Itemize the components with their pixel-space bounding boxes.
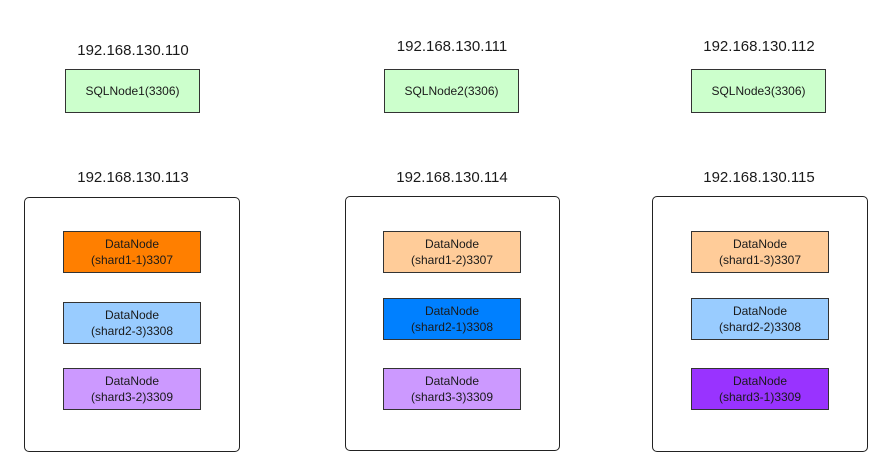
sql-node-1-ip: 192.168.130.110: [77, 42, 189, 59]
data-node-shard3-1: DataNode (shard3-1)3309: [691, 368, 829, 410]
sql-node-3: SQLNode3(3306): [691, 69, 826, 113]
data-node-title: DataNode: [732, 374, 788, 388]
data-node-shard1-1: DataNode (shard1-1)3307: [63, 231, 201, 273]
data-node-title: DataNode: [424, 374, 480, 388]
data-node-title: DataNode: [732, 304, 788, 318]
data-node-shard: (shard1-1)3307: [90, 253, 174, 267]
sql-node-2-label: SQLNode2(3306): [404, 84, 499, 98]
data-host-3-ip: 192.168.130.115: [703, 169, 815, 186]
data-node-shard: (shard2-1)3308: [410, 320, 494, 334]
data-host-2-ip: 192.168.130.114: [396, 169, 508, 186]
data-node-shard: (shard2-2)3308: [718, 320, 802, 334]
data-node-title: DataNode: [104, 237, 160, 251]
data-node-title: DataNode: [104, 374, 160, 388]
sql-node-1-label: SQLNode1(3306): [85, 84, 180, 98]
data-node-shard: (shard3-3)3309: [410, 390, 494, 404]
data-node-shard1-3: DataNode (shard1-3)3307: [691, 231, 829, 273]
data-node-shard: (shard3-2)3309: [90, 390, 174, 404]
data-node-shard: (shard2-3)3308: [90, 324, 174, 338]
data-node-shard2-1: DataNode (shard2-1)3308: [383, 298, 521, 340]
data-node-title: DataNode: [424, 237, 480, 251]
data-node-shard: (shard1-2)3307: [410, 253, 494, 267]
data-node-shard1-2: DataNode (shard1-2)3307: [383, 231, 521, 273]
data-node-shard3-2: DataNode (shard3-2)3309: [63, 368, 201, 410]
sql-node-1: SQLNode1(3306): [65, 69, 200, 113]
data-node-shard3-3: DataNode (shard3-3)3309: [383, 368, 521, 410]
data-node-shard2-2: DataNode (shard2-2)3308: [691, 298, 829, 340]
data-node-title: DataNode: [424, 304, 480, 318]
sql-node-3-label: SQLNode3(3306): [711, 84, 806, 98]
data-node-title: DataNode: [104, 308, 160, 322]
sql-node-2-ip: 192.168.130.111: [396, 38, 508, 55]
data-node-shard: (shard3-1)3309: [718, 390, 802, 404]
sql-node-2: SQLNode2(3306): [384, 69, 519, 113]
data-node-title: DataNode: [732, 237, 788, 251]
data-node-shard: (shard1-3)3307: [718, 253, 802, 267]
sql-node-3-ip: 192.168.130.112: [703, 38, 815, 55]
data-node-shard2-3: DataNode (shard2-3)3308: [63, 302, 201, 344]
data-host-1-ip: 192.168.130.113: [77, 169, 189, 186]
